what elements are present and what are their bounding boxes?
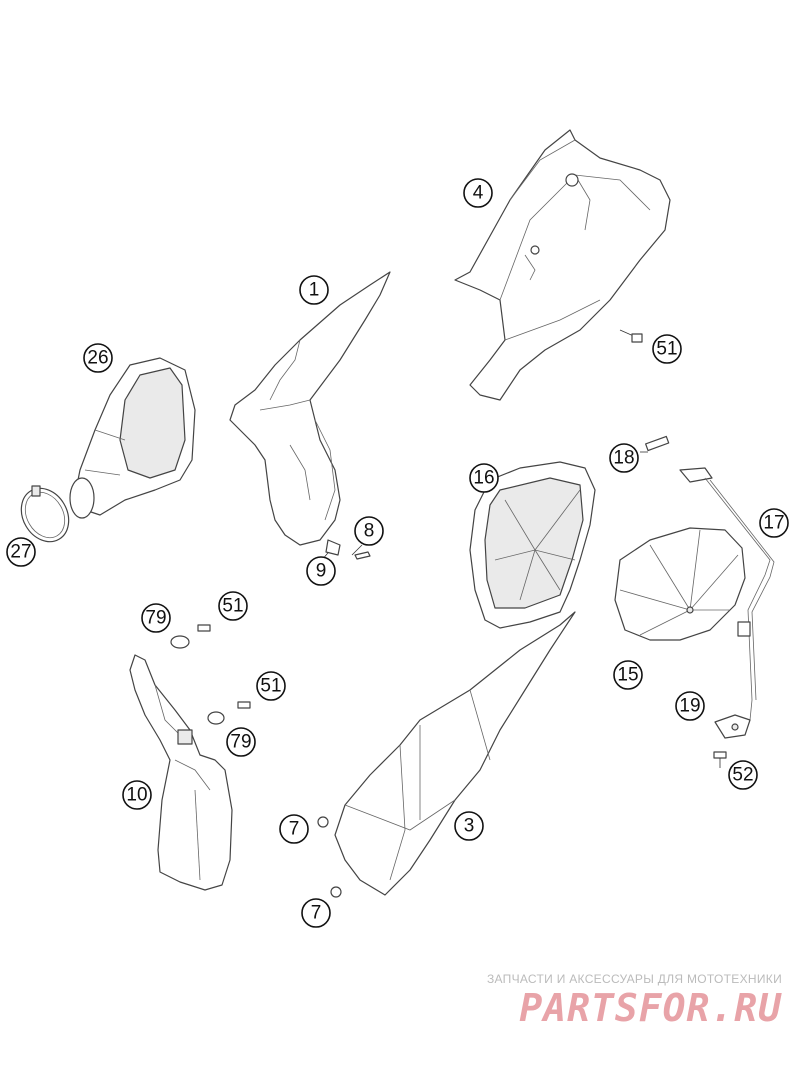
washer-79-lower <box>207 711 225 725</box>
svg-text:15: 15 <box>617 665 638 686</box>
svg-text:51: 51 <box>656 339 677 360</box>
right-side-panel-part <box>334 611 576 896</box>
washer-79-upper <box>170 635 190 649</box>
callout-1: 1 <box>299 275 329 305</box>
filter-cover-part <box>614 527 746 641</box>
svg-text:9: 9 <box>316 561 327 582</box>
screw-51-upper <box>619 329 643 343</box>
screw-51-left-upper <box>197 624 211 632</box>
callout-7-upper: 7 <box>279 814 309 844</box>
hose-clamp-part <box>20 485 70 543</box>
svg-text:7: 7 <box>289 819 300 840</box>
watermark-tagline: ЗАПЧАСТИ И АКСЕССУАРЫ ДЛЯ МОТОТЕХНИКИ <box>486 972 782 986</box>
svg-text:27: 27 <box>10 542 31 563</box>
callout-79-upper: 79 <box>141 603 171 633</box>
callout-51-upper: 51 <box>652 334 682 364</box>
callout-17: 17 <box>759 508 789 538</box>
callout-7-lower: 7 <box>301 898 331 928</box>
svg-text:7: 7 <box>311 903 322 924</box>
intake-snorkel-part <box>129 654 233 891</box>
screw-52 <box>713 751 727 768</box>
callout-10: 10 <box>122 780 152 810</box>
small-bracket-part <box>714 714 751 739</box>
airbox-top-part <box>454 129 671 401</box>
screw-51-left-lower <box>237 701 251 709</box>
svg-text:51: 51 <box>260 676 281 697</box>
callout-3: 3 <box>454 811 484 841</box>
callout-9: 9 <box>306 556 336 586</box>
svg-text:79: 79 <box>145 608 166 629</box>
svg-text:51: 51 <box>222 596 243 617</box>
callout-79-lower: 79 <box>226 727 256 757</box>
watermark-logo: PARTSFOR.RU <box>519 986 782 1030</box>
svg-text:79: 79 <box>230 732 251 753</box>
air-filter-part <box>69 357 196 519</box>
svg-text:4: 4 <box>473 183 484 204</box>
svg-text:18: 18 <box>613 448 634 469</box>
svg-text:16: 16 <box>473 468 494 489</box>
callout-15: 15 <box>613 660 643 690</box>
callout-4: 4 <box>463 178 493 208</box>
callout-19: 19 <box>675 691 705 721</box>
callout-16: 16 <box>469 463 499 493</box>
svg-text:10: 10 <box>126 785 147 806</box>
svg-text:17: 17 <box>763 513 784 534</box>
screw-7-lower <box>330 886 342 898</box>
svg-text:1: 1 <box>309 280 320 301</box>
screw-7-upper <box>317 816 329 828</box>
callout-52: 52 <box>728 760 758 790</box>
bracket-rod-part <box>679 467 775 726</box>
filter-cage-part <box>469 461 596 629</box>
svg-text:19: 19 <box>679 696 700 717</box>
callout-51-left-lower: 51 <box>256 671 286 701</box>
screw-8 <box>351 544 371 560</box>
callout-51-left-upper: 51 <box>218 591 248 621</box>
left-side-panel-part <box>229 271 391 546</box>
callout-26: 26 <box>83 343 113 373</box>
svg-text:8: 8 <box>364 521 375 542</box>
svg-text:26: 26 <box>87 348 108 369</box>
pin-18 <box>640 435 670 453</box>
svg-text:3: 3 <box>464 816 475 837</box>
svg-text:52: 52 <box>732 765 753 786</box>
callout-18: 18 <box>609 443 639 473</box>
callout-27: 27 <box>6 537 36 567</box>
callout-8: 8 <box>354 516 384 546</box>
